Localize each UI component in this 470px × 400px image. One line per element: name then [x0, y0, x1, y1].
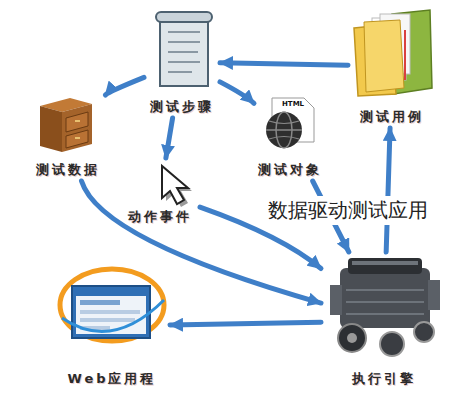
- node-label: 执行引擎: [352, 370, 416, 388]
- scroll-icon: [156, 12, 212, 86]
- icon-node: 测试用例: [348, 4, 436, 128]
- icon-node: Web应用程: [54, 262, 170, 390]
- cursor-icon: [162, 166, 192, 207]
- flow-arrow: [220, 82, 254, 103]
- flow-arrow: [166, 118, 173, 158]
- flow-arrow: [386, 128, 390, 252]
- overlay-caption: 数据驱动测试应用: [265, 196, 431, 225]
- node-label: 测试对象: [258, 161, 322, 179]
- flow-arrow: [105, 77, 144, 95]
- icon-node: 测试步骤: [144, 6, 220, 118]
- browser-icon: [60, 269, 164, 341]
- node-label: 测试用例: [360, 108, 424, 126]
- node-label: 测试数据: [36, 161, 100, 179]
- flow-arrow: [170, 322, 321, 325]
- engine-icon: [330, 258, 440, 356]
- node-label: 测试步骤: [150, 98, 214, 116]
- icon-node: 执行引擎: [321, 252, 447, 390]
- html-globe-icon: [266, 98, 314, 148]
- icon-node: 测试数据: [29, 95, 107, 181]
- icon-node: 动作事件: [120, 158, 200, 228]
- icon-text: HTML: [282, 100, 304, 108]
- node-label: Web应用程: [68, 370, 157, 388]
- flow-arrow: [220, 63, 348, 65]
- cabinet-icon: [40, 98, 92, 152]
- node-label: 动作事件: [128, 208, 192, 226]
- folders-icon: [354, 10, 432, 96]
